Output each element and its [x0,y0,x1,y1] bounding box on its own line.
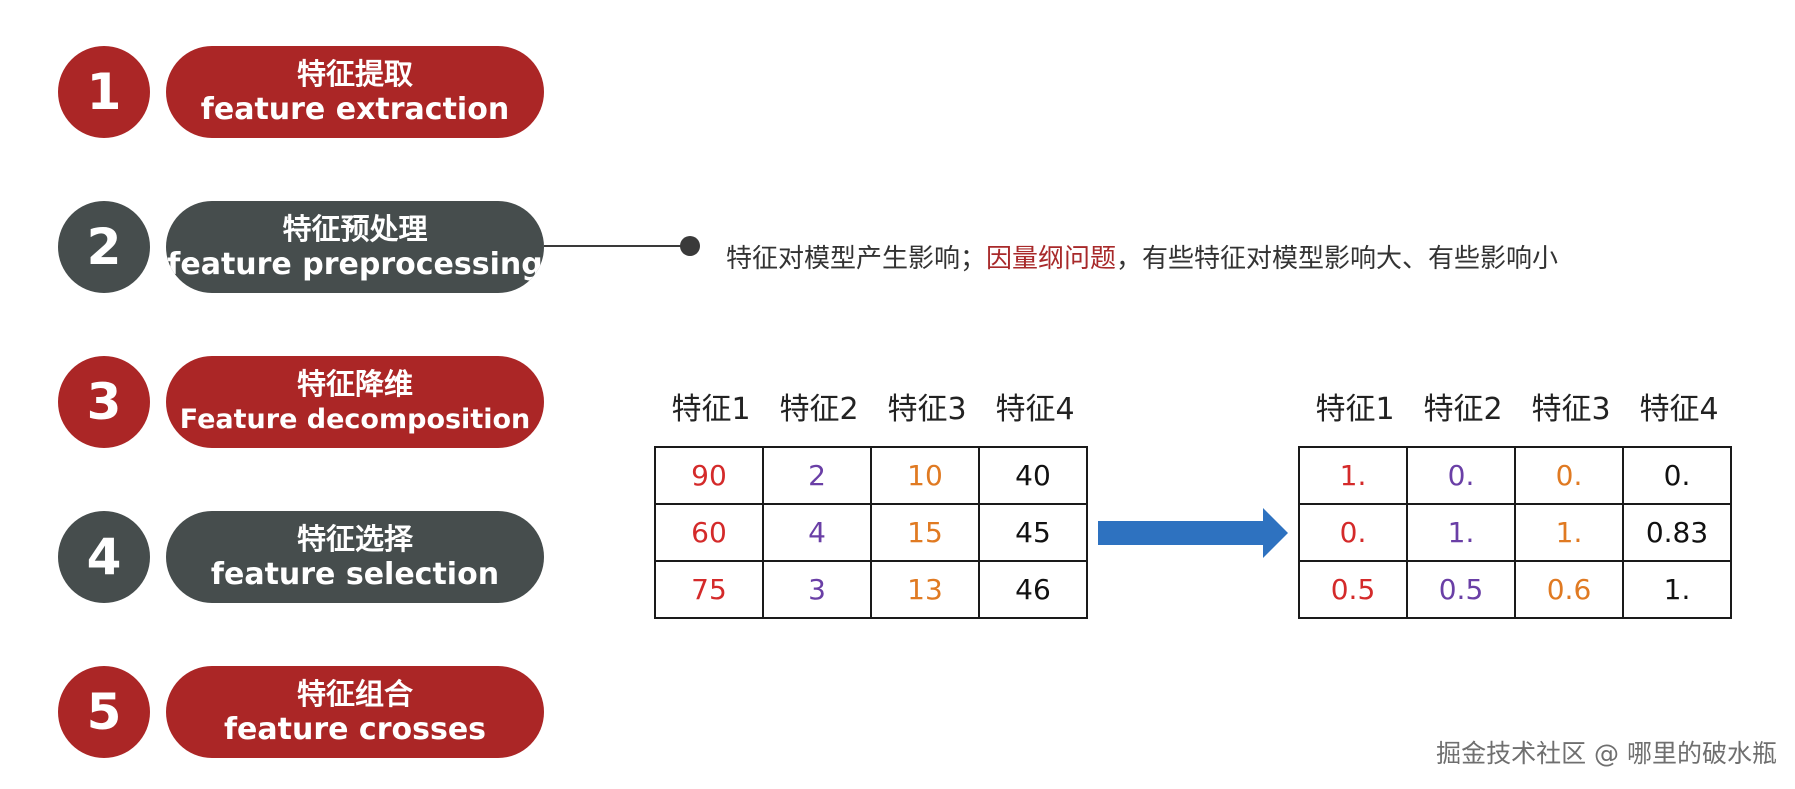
table-row: 0.5 0.5 0.6 1. [1298,560,1732,619]
column-header: 特征1 [671,392,751,427]
step-title-en: Feature decomposition [179,404,531,435]
step-title-zh: 特征预处理 [282,212,428,246]
column-header: 特征4 [1639,392,1719,427]
table-cell: 1. [1298,446,1408,505]
arrow-right-icon [1098,508,1288,558]
table-row: 60 4 15 45 [654,503,1088,562]
table-cell: 0.5 [1406,560,1516,619]
column-header: 特征2 [1423,392,1503,427]
table-cell: 0. [1406,446,1516,505]
table-cell: 40 [978,446,1088,505]
step-number-badge: 3 [58,356,150,448]
table-cell: 45 [978,503,1088,562]
note-highlight: 因量纲问题 [986,244,1117,274]
step-2: 2 特征预处理 feature preprocessing [58,201,544,293]
table-after: 1. 0. 0. 0. 0. 1. 1. 0.83 0.5 0.5 0.6 1. [1298,446,1732,619]
table-cell: 90 [654,446,764,505]
step-label-pill: 特征提取 feature extraction [166,46,544,138]
table-cell: 10 [870,446,980,505]
table-cell: 0. [1514,446,1624,505]
table-cell: 1. [1406,503,1516,562]
step-1: 1 特征提取 feature extraction [58,46,544,138]
table-row: 0. 1. 1. 0.83 [1298,503,1732,562]
table-cell: 0.5 [1298,560,1408,619]
step-number-badge: 1 [58,46,150,138]
step-label-pill: 特征选择 feature selection [166,511,544,603]
table-cell: 0. [1622,446,1732,505]
step-title-en: feature extraction [200,92,510,127]
note-text: 特征对模型产生影响；因量纲问题，有些特征对模型影响大、有些影响小 [726,241,1558,277]
table-cell: 13 [870,560,980,619]
step-title-zh: 特征选择 [296,522,413,556]
column-header: 特征4 [995,392,1075,427]
step-title-zh: 特征提取 [296,57,413,91]
table-row: 75 3 13 46 [654,560,1088,619]
step-label-pill: 特征预处理 feature preprocessing [166,201,544,293]
step-label-pill: 特征组合 feature crosses [166,666,544,758]
watermark: 掘金技术社区 @ 哪里的破水瓶 [1436,739,1777,768]
step-label-pill: 特征降维 Feature decomposition [166,356,544,448]
column-header: 特征2 [779,392,859,427]
table-row: 1. 0. 0. 0. [1298,446,1732,505]
table-cell: 0. [1298,503,1408,562]
step-title-zh: 特征降维 [296,367,413,401]
step-5: 5 特征组合 feature crosses [58,666,544,758]
table-after-header: 特征1 特征2 特征3 特征4 [1301,384,1733,428]
table-cell: 0.83 [1622,503,1732,562]
table-cell: 1. [1622,560,1732,619]
step-title-en: feature preprocessing [167,247,543,282]
table-cell: 3 [762,560,872,619]
arrow-shape [1098,508,1288,558]
table-cell: 60 [654,503,764,562]
step-4: 4 特征选择 feature selection [58,511,544,603]
table-cell: 0.6 [1514,560,1624,619]
column-header: 特征3 [1531,392,1611,427]
table-cell: 2 [762,446,872,505]
connector-dot [680,236,700,256]
step-number-badge: 2 [58,201,150,293]
column-header: 特征1 [1315,392,1395,427]
table-before-header: 特征1 特征2 特征3 特征4 [657,384,1089,428]
step-title-en: feature crosses [223,712,487,747]
note-text-before: 特征对模型产生影响； [726,244,987,274]
step-3: 3 特征降维 Feature decomposition [58,356,544,448]
step-title-zh: 特征组合 [296,677,413,711]
table-cell: 4 [762,503,872,562]
connector-line [544,245,690,247]
step-number-badge: 5 [58,666,150,758]
table-cell: 15 [870,503,980,562]
table-cell: 46 [978,560,1088,619]
step-title-en: feature selection [210,557,500,592]
table-cell: 1. [1514,503,1624,562]
step-number-badge: 4 [58,511,150,603]
table-cell: 75 [654,560,764,619]
note-text-after: ，有些特征对模型影响大、有些影响小 [1116,244,1559,274]
column-header: 特征3 [887,392,967,427]
table-before: 90 2 10 40 60 4 15 45 75 3 13 46 [654,446,1088,619]
table-row: 90 2 10 40 [654,446,1088,505]
